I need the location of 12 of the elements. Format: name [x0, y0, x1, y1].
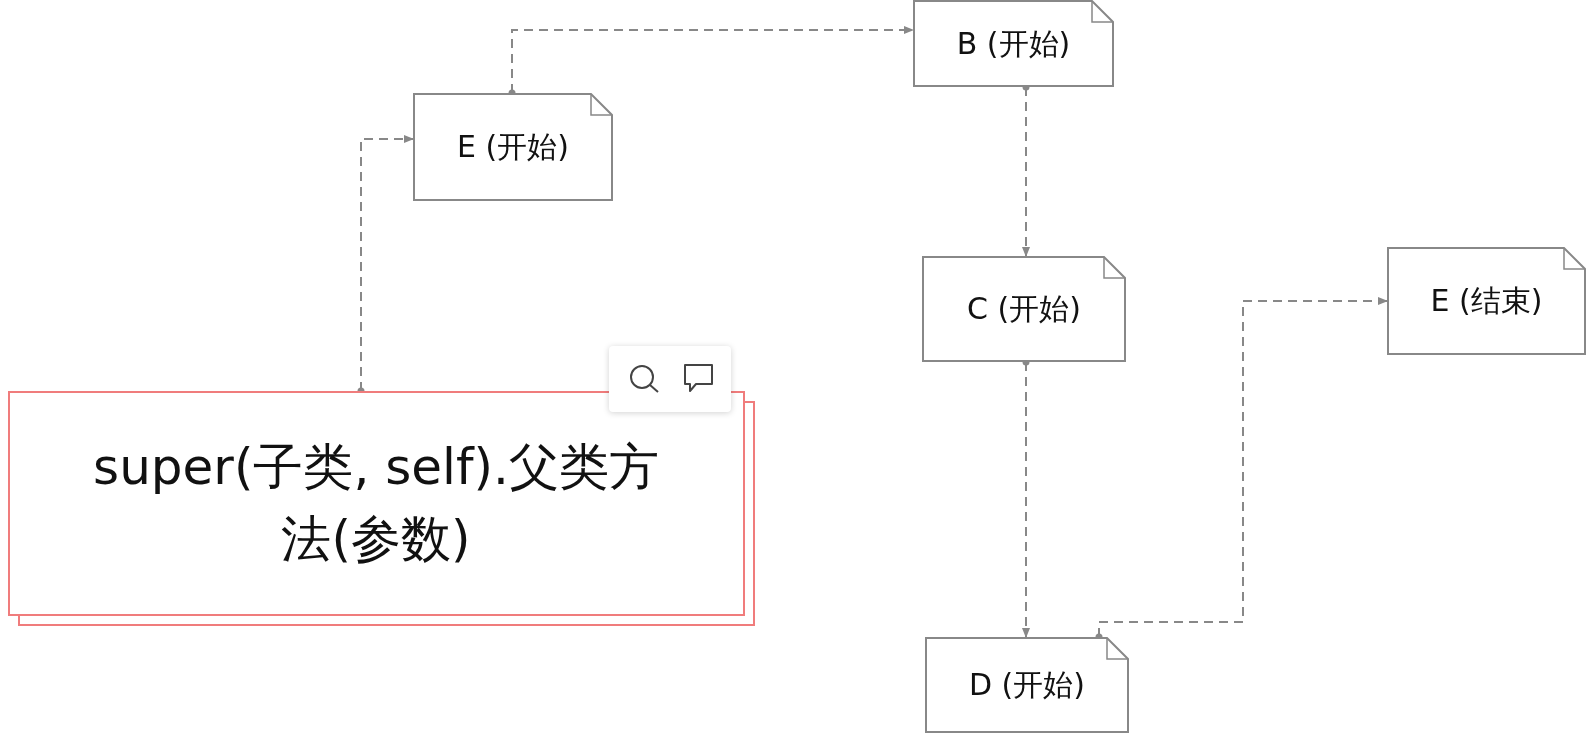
- code-text: super(子类, self).父类方法(参数): [92, 436, 660, 570]
- note-box: [913, 0, 1114, 87]
- note-box: [922, 256, 1126, 362]
- note-box: [413, 93, 613, 201]
- label-text: B (开始): [956, 24, 1071, 63]
- note-box: [1387, 247, 1586, 355]
- note-box: [925, 637, 1129, 733]
- text-box: [8, 391, 754, 625]
- label-text: E (开始): [457, 128, 569, 167]
- label-text: D (开始): [968, 666, 1085, 705]
- label-text: C (开始): [967, 290, 1081, 329]
- label-text: E (结束): [1430, 282, 1543, 321]
